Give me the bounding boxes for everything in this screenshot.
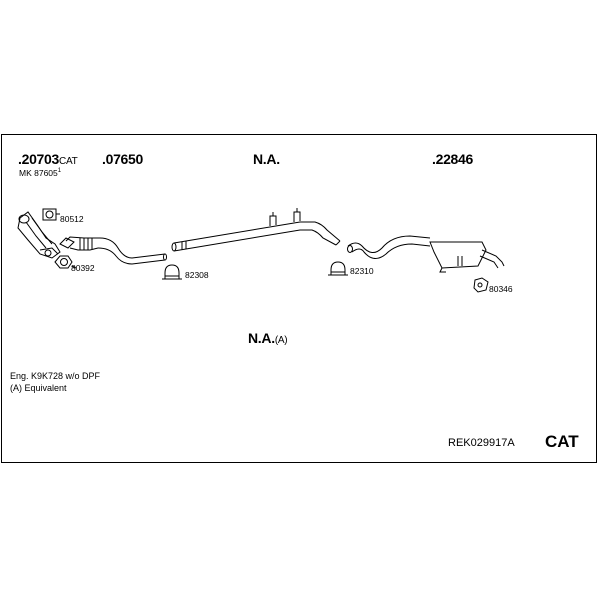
gasket-80392-icon [54,255,73,269]
accessory-label-82308: 82308 [185,270,209,280]
clamp-82308-icon [162,264,182,280]
equivalent-note: (A) Equivalent [10,383,67,393]
part-label-middle: N.A. [253,151,280,167]
rear-silencer-icon [347,235,505,273]
front-pipe-icon [59,236,167,265]
hanger-80346-icon [473,277,489,293]
accessory-label-80346: 80346 [489,284,513,294]
sub-label-mark: 1 [57,168,62,174]
part-sub-label: MK 876051 [19,168,61,177]
leader-line [71,265,77,269]
part-label-catalyst: .20703CAT [18,151,78,167]
sub-label-text: MK 87605 [19,167,58,178]
accessory-label-82310: 82310 [350,266,374,276]
category-label: CAT [545,432,579,451]
reference-code: REK029917A [448,437,515,449]
clamp-82310-icon [328,261,348,276]
part-suffix: CAT [59,156,78,167]
diagram-frame [1,134,597,463]
accessory-label-80392: 80392 [71,263,95,273]
part-number: .20703 [18,151,60,167]
part-label-equivalent: N.A.(A) [248,330,288,346]
part-label-front-pipe: .07650 [102,151,144,167]
accessory-label-80512: 80512 [60,214,84,224]
middle-pipe-icon [171,208,341,252]
engine-note: Eng. K9K728 w/o DPF [10,371,101,381]
catalyst-icon [17,211,61,259]
part-number: N.A. [248,330,275,346]
part-label-rear-silencer: .22846 [432,151,474,167]
part-suffix: (A) [274,335,288,346]
gasket-80512-icon [42,208,57,221]
